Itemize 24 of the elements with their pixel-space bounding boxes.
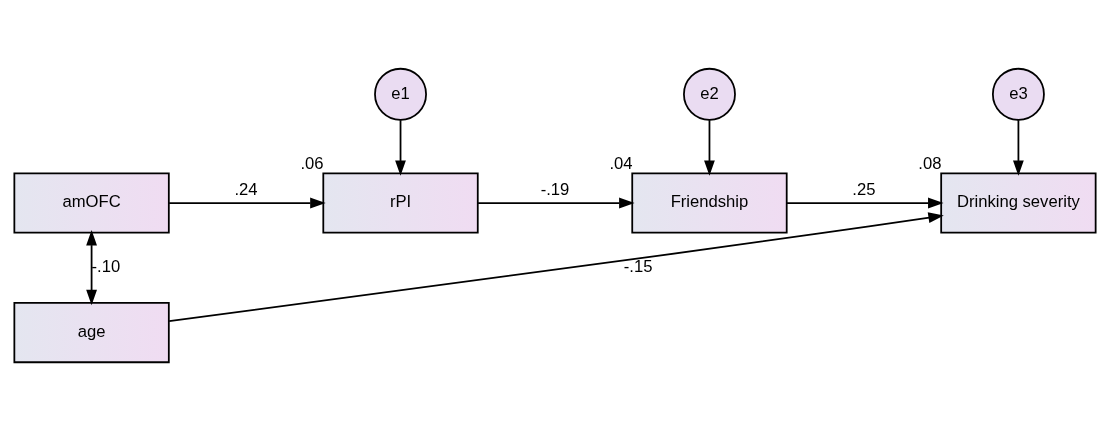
- arrow: [395, 119, 406, 176]
- node-circle: e1: [374, 67, 427, 121]
- node-label: .04: [609, 153, 633, 173]
- arrow: [786, 197, 944, 209]
- node-box: Drinking severity: [940, 172, 1097, 234]
- arrow: [477, 197, 635, 209]
- arrow: [1013, 119, 1024, 176]
- node-circle: e2: [683, 67, 736, 121]
- arrow: [704, 119, 715, 176]
- edge-label: -.15: [623, 257, 653, 277]
- edge-label: -.10: [91, 257, 121, 277]
- node-label: .08: [918, 153, 942, 173]
- node-label: .06: [300, 153, 324, 173]
- node-box: amOFC: [13, 172, 170, 234]
- arrow: [168, 197, 326, 209]
- node-box: age: [13, 301, 170, 364]
- arrow: [168, 212, 944, 323]
- edge-label: -.19: [540, 179, 570, 199]
- node-box: Friendship: [631, 172, 788, 234]
- edge-label: .24: [234, 179, 258, 199]
- node-circle: e3: [991, 67, 1045, 121]
- edge-label: .25: [852, 179, 876, 199]
- arrow: [86, 230, 97, 306]
- node-box: rPI: [322, 172, 479, 234]
